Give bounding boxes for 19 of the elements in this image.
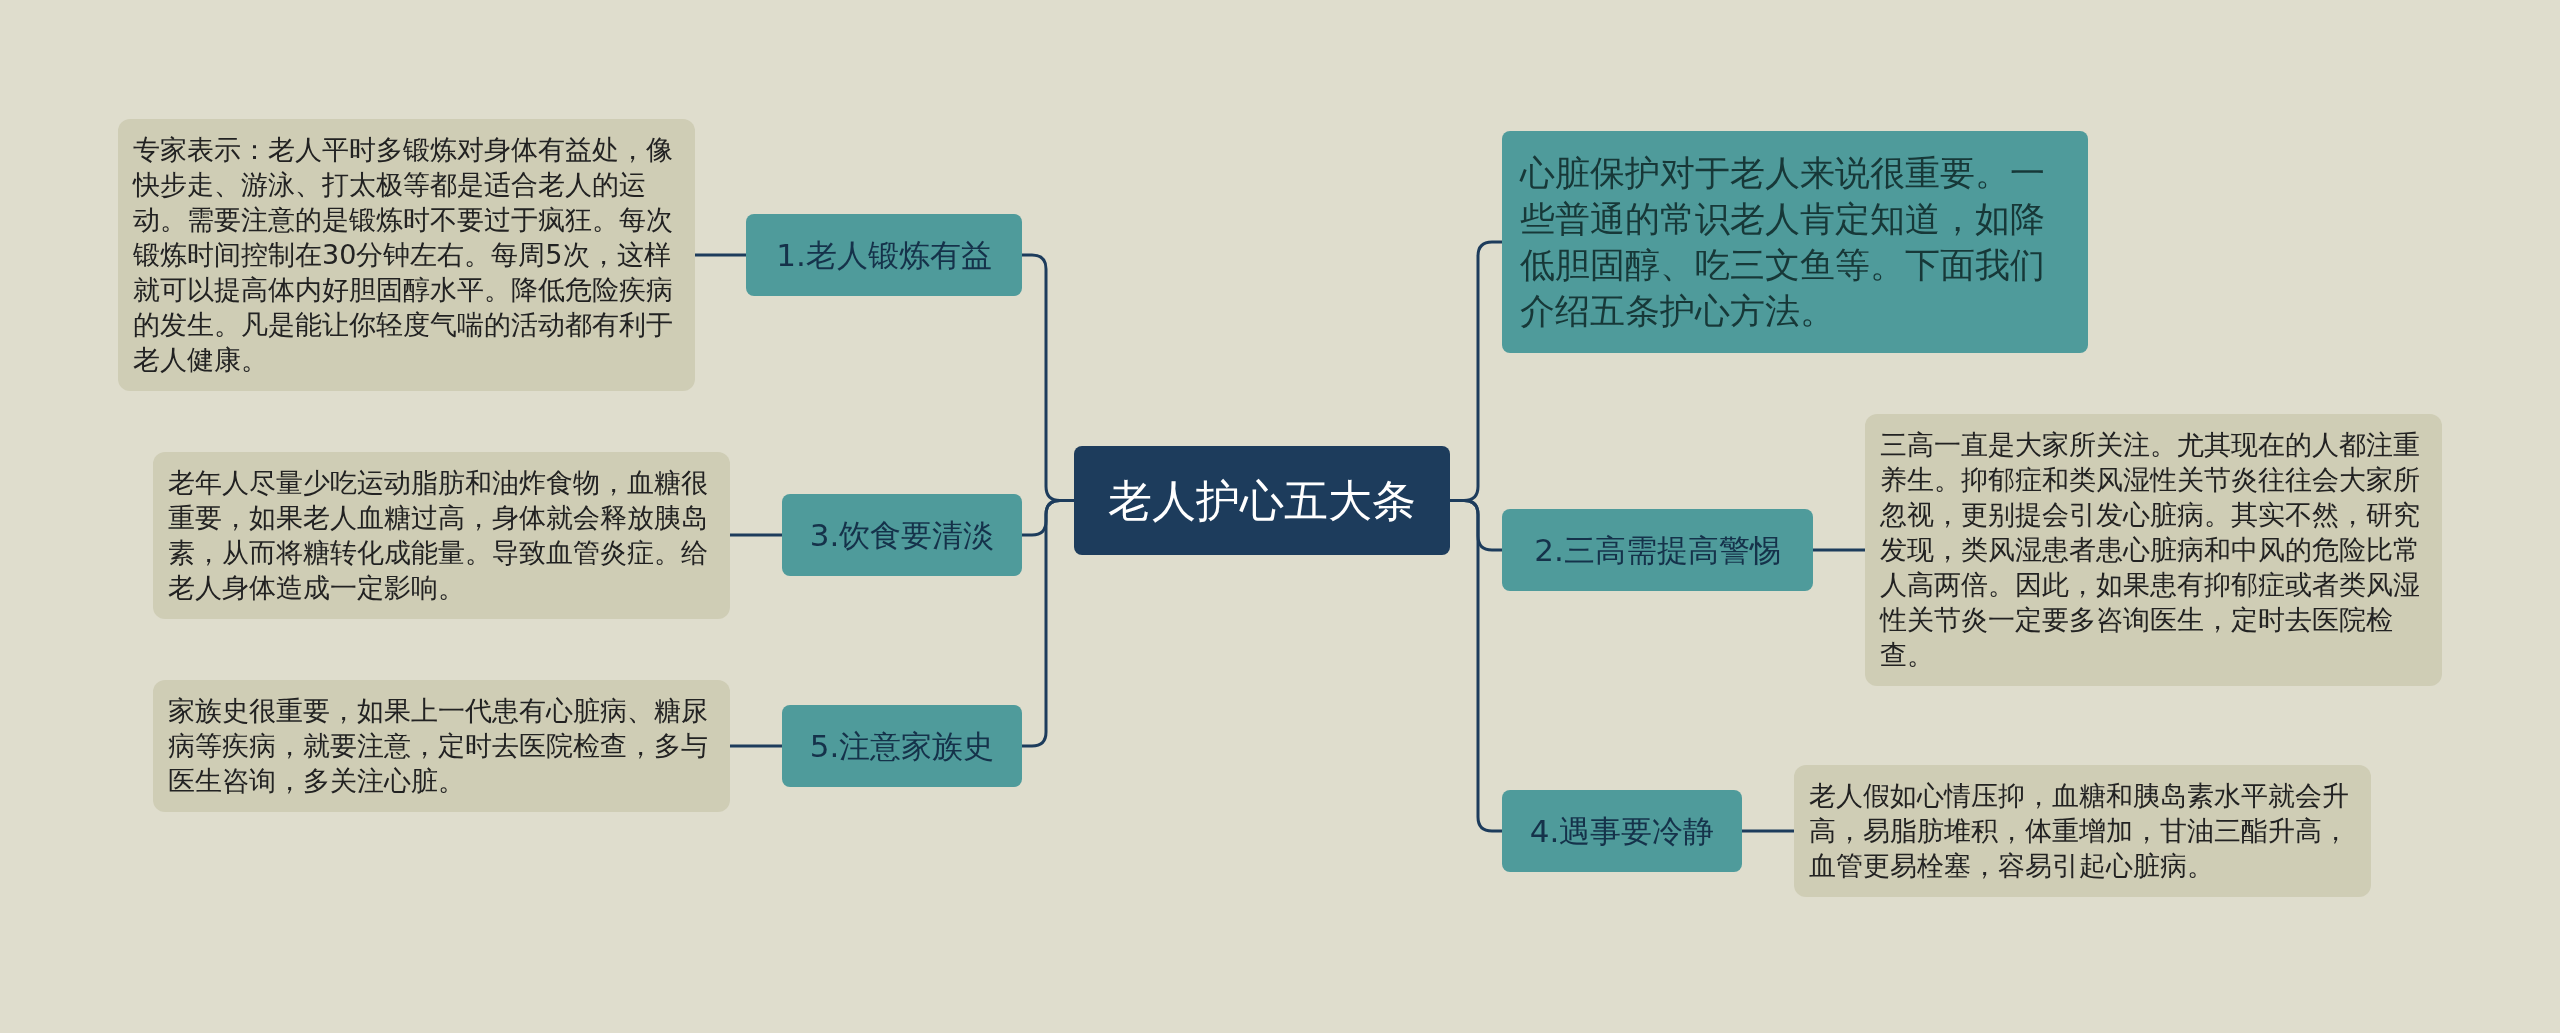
note-box: 专家表示：老人平时多锻炼对身体有益处，像快步走、游泳、打太极等都是适合老人的运动。需要注意的是锻炼时不要过于疯狂。每次锻炼时间控制在30分钟左右。每周5次，这样就可以提高体内好胆固醇水平。降低危险疾病的发生。凡是能让你轻度气喘的活动都有利于老人健康。 — [118, 119, 695, 391]
note-box: 老人假如心情压抑，血糖和胰岛素水平就会升高，易脂肪堆积，体重增加，甘油三酯升高，血管更易栓塞，容易引起心脏病。 — [1794, 765, 2371, 897]
connector-line — [695, 253, 746, 257]
note-box: 老年人尽量少吃运动脂肪和油炸食物，血糖很重要，如果老人血糖过高，身体就会释放胰岛素，从而将糖转化成能量。导致血管炎症。给老人身体造成一定影响。 — [153, 452, 730, 619]
topic-box: 心脏保护对于老人来说很重要。一些普通的常识老人肯定知道，如降低胆固醇、吃三文鱼等。下面我们介绍五条护心方法。 — [1502, 131, 2088, 353]
connector-line — [1450, 499, 1502, 833]
note-box: 家族史很重要，如果上一代患有心脏病、糖尿病等疾病，就要注意，定时去医院检查，多与医生咨询，多关注心脏。 — [153, 680, 730, 812]
connector-line — [1742, 829, 1794, 833]
topic-box: 4.遇事要冷静 — [1502, 790, 1742, 872]
connector-line — [730, 533, 782, 537]
central-topic-box: 老人护心五大条 — [1074, 446, 1450, 555]
connector-line — [730, 744, 782, 748]
topic-box: 1.老人锻炼有益 — [746, 214, 1022, 296]
topic-box: 3.饮食要清淡 — [782, 494, 1022, 576]
connector-line — [1813, 548, 1865, 552]
topic-box: 5.注意家族史 — [782, 705, 1022, 787]
topic-box: 2.三高需提高警惕 — [1502, 509, 1813, 591]
connector-line — [1022, 499, 1074, 748]
note-box: 三高一直是大家所关注。尤其现在的人都注重养生。抑郁症和类风湿性关节炎往往会大家所忽视，更别提会引发心脏病。其实不然，研究发现，类风湿患者患心脏病和中风的危险比常人高两倍。因此，如果患有抑郁症或者类风湿性关节炎一定要多咨询医生，定时去医院检查。 — [1865, 414, 2442, 686]
